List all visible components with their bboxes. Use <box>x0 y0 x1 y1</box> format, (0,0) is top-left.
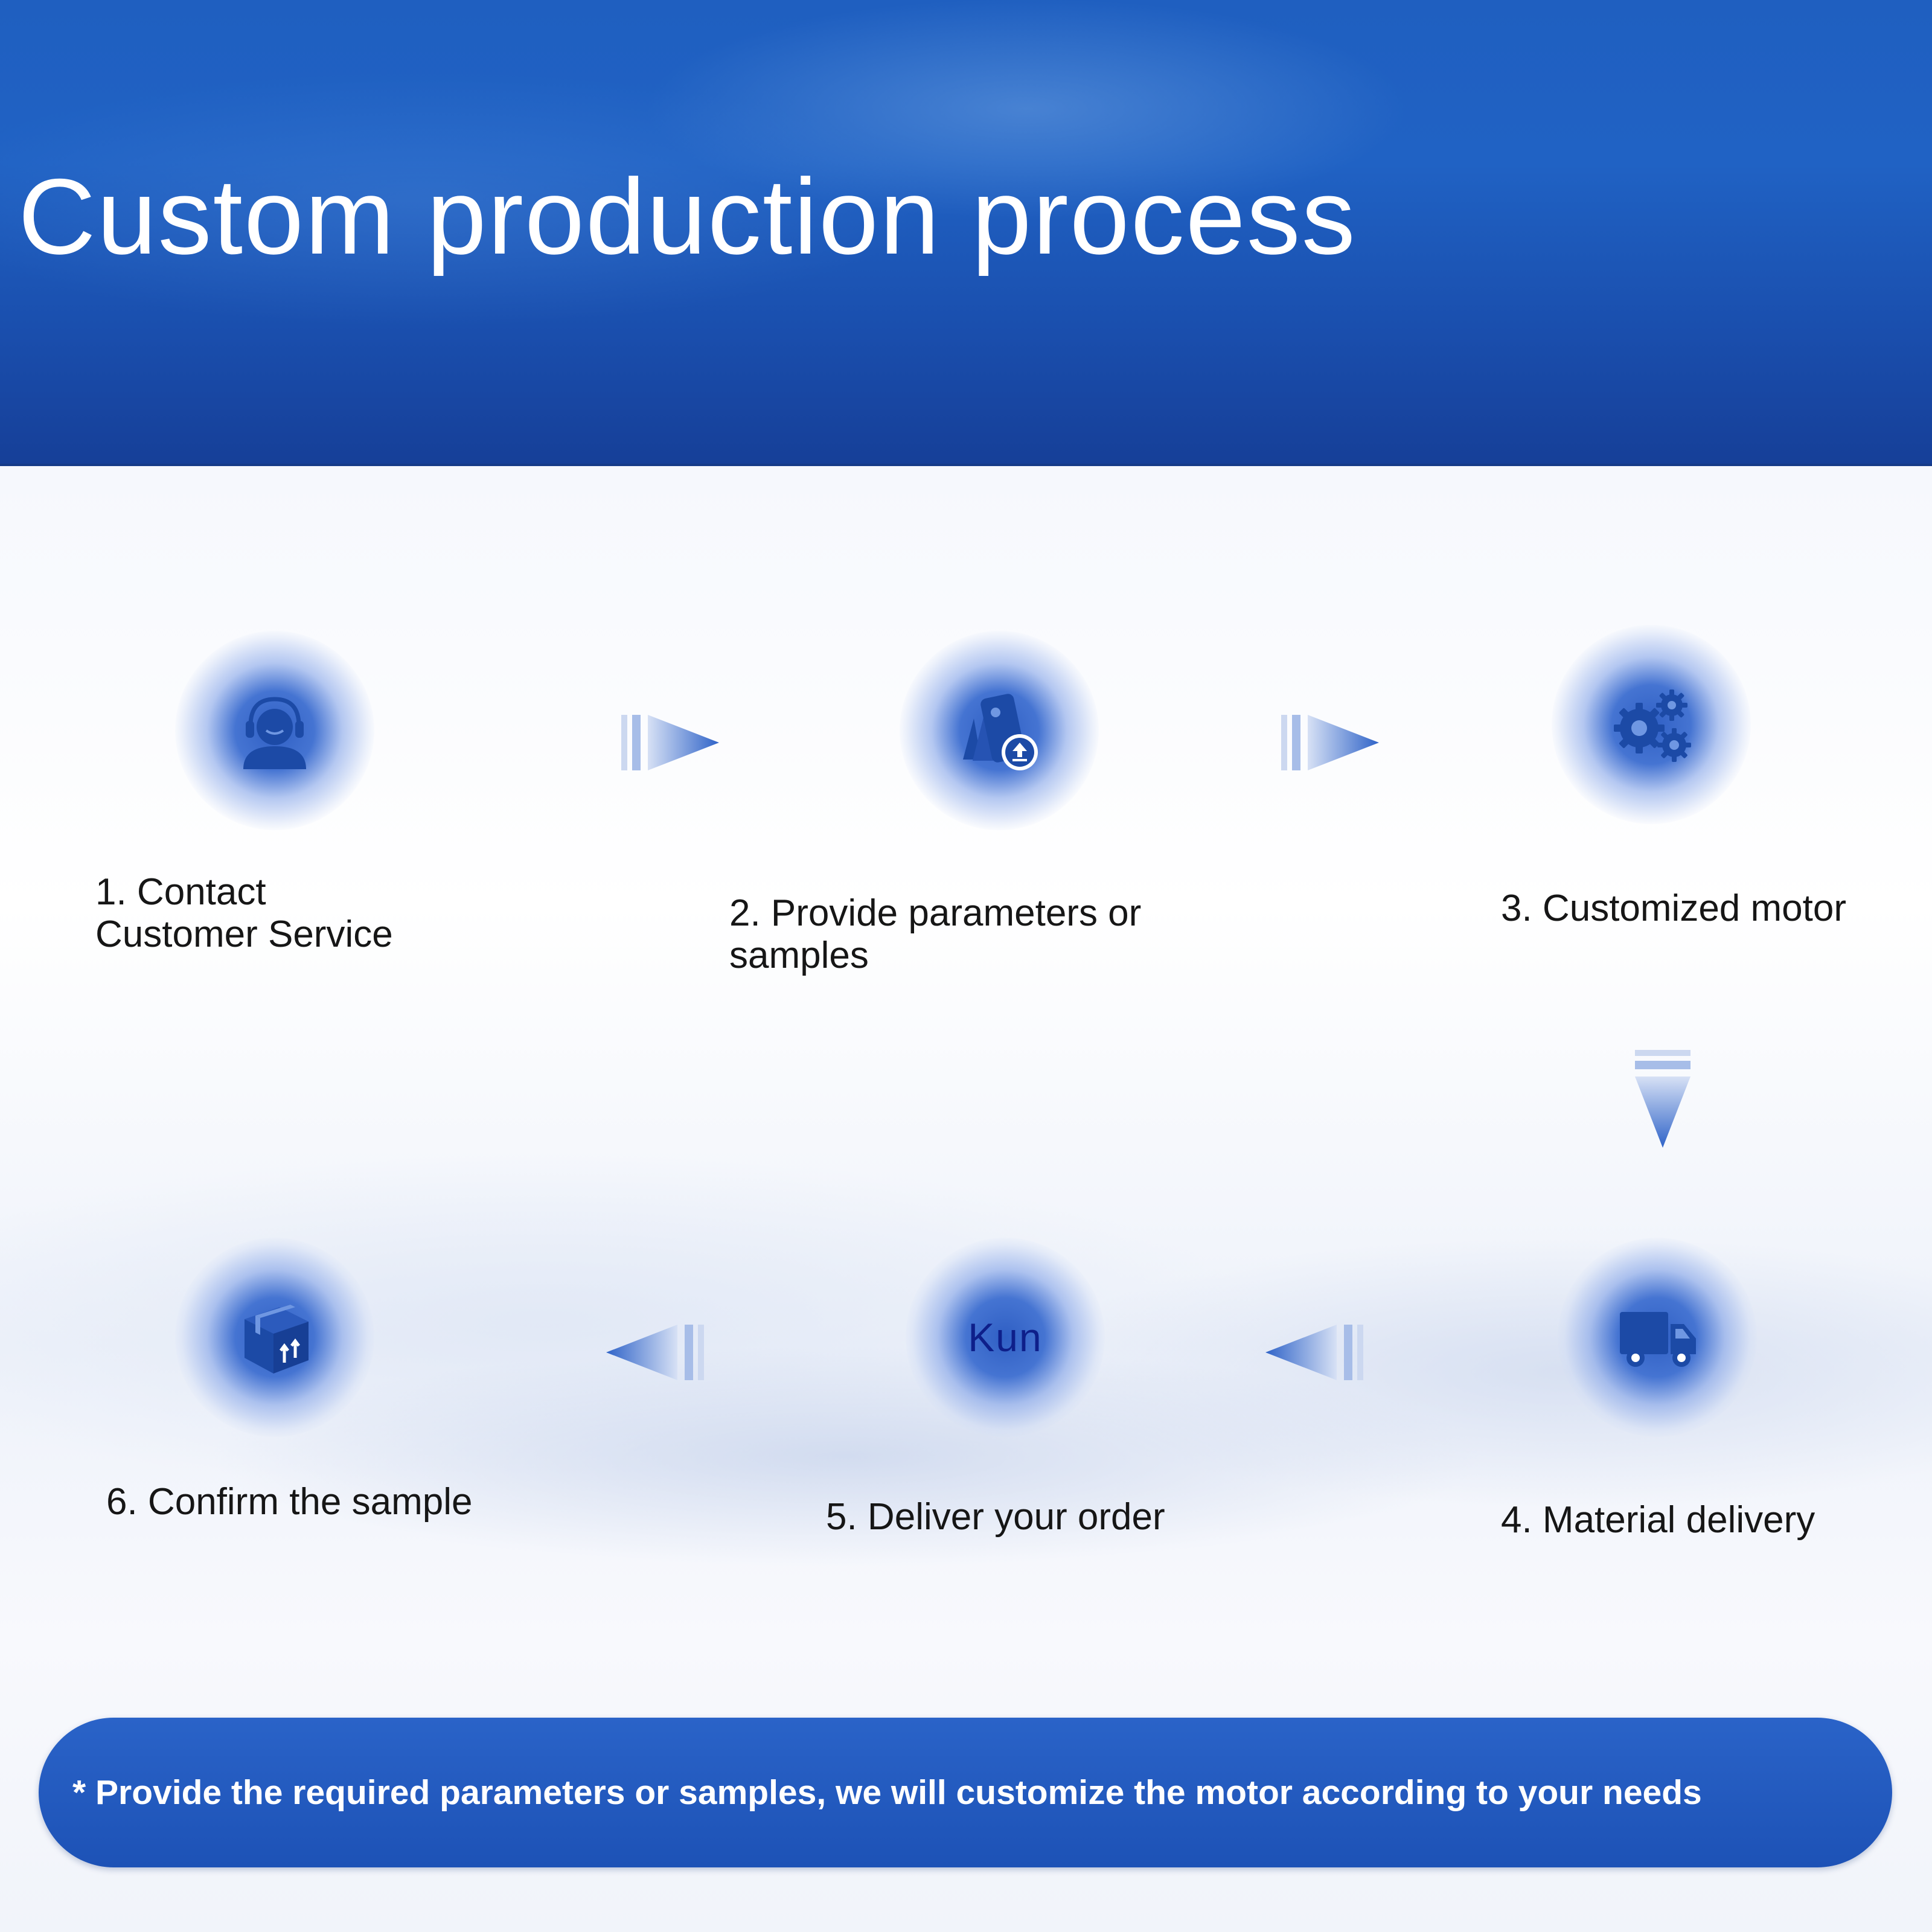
step-4-icon-circle <box>1558 1238 1757 1437</box>
kun-logo: Kun <box>968 1315 1043 1360</box>
arrow-down-icon <box>1635 1050 1690 1148</box>
step-3-icon-circle <box>1552 625 1751 824</box>
note-banner: * Provide the required parameters or sam… <box>39 1718 1892 1867</box>
step-3-label: 3. Customized motor <box>1501 888 1846 929</box>
step-5-label: 5. Deliver your order <box>826 1496 1165 1538</box>
arrow-right-icon <box>621 715 719 770</box>
page-title: Custom production process <box>18 156 1357 277</box>
upload-files-icon <box>963 694 1038 770</box>
step-5-icon-circle: Kun <box>906 1238 1105 1437</box>
step-1-icon-circle <box>175 631 374 830</box>
arrow-left-icon <box>606 1325 704 1380</box>
step-4-label: 4. Material delivery <box>1501 1499 1815 1541</box>
header-divider <box>0 464 1932 466</box>
note-text: * Provide the required parameters or sam… <box>72 1773 1702 1812</box>
gears-icon <box>1614 689 1691 762</box>
arrow-left-icon <box>1265 1325 1363 1380</box>
customer-service-icon <box>243 697 306 769</box>
step-2-icon-circle <box>900 631 1099 830</box>
header-banner: Custom production process <box>0 0 1932 465</box>
arrow-right-icon <box>1281 715 1379 770</box>
package-box-icon <box>245 1305 309 1374</box>
delivery-truck-icon <box>1620 1312 1696 1367</box>
step-6-icon-circle <box>175 1238 374 1437</box>
step-1-label: 1. Contact Customer Service <box>95 871 393 955</box>
step-6-label: 6. Confirm the sample <box>106 1481 473 1523</box>
step-2-label: 2. Provide parameters or samples <box>729 892 1142 976</box>
